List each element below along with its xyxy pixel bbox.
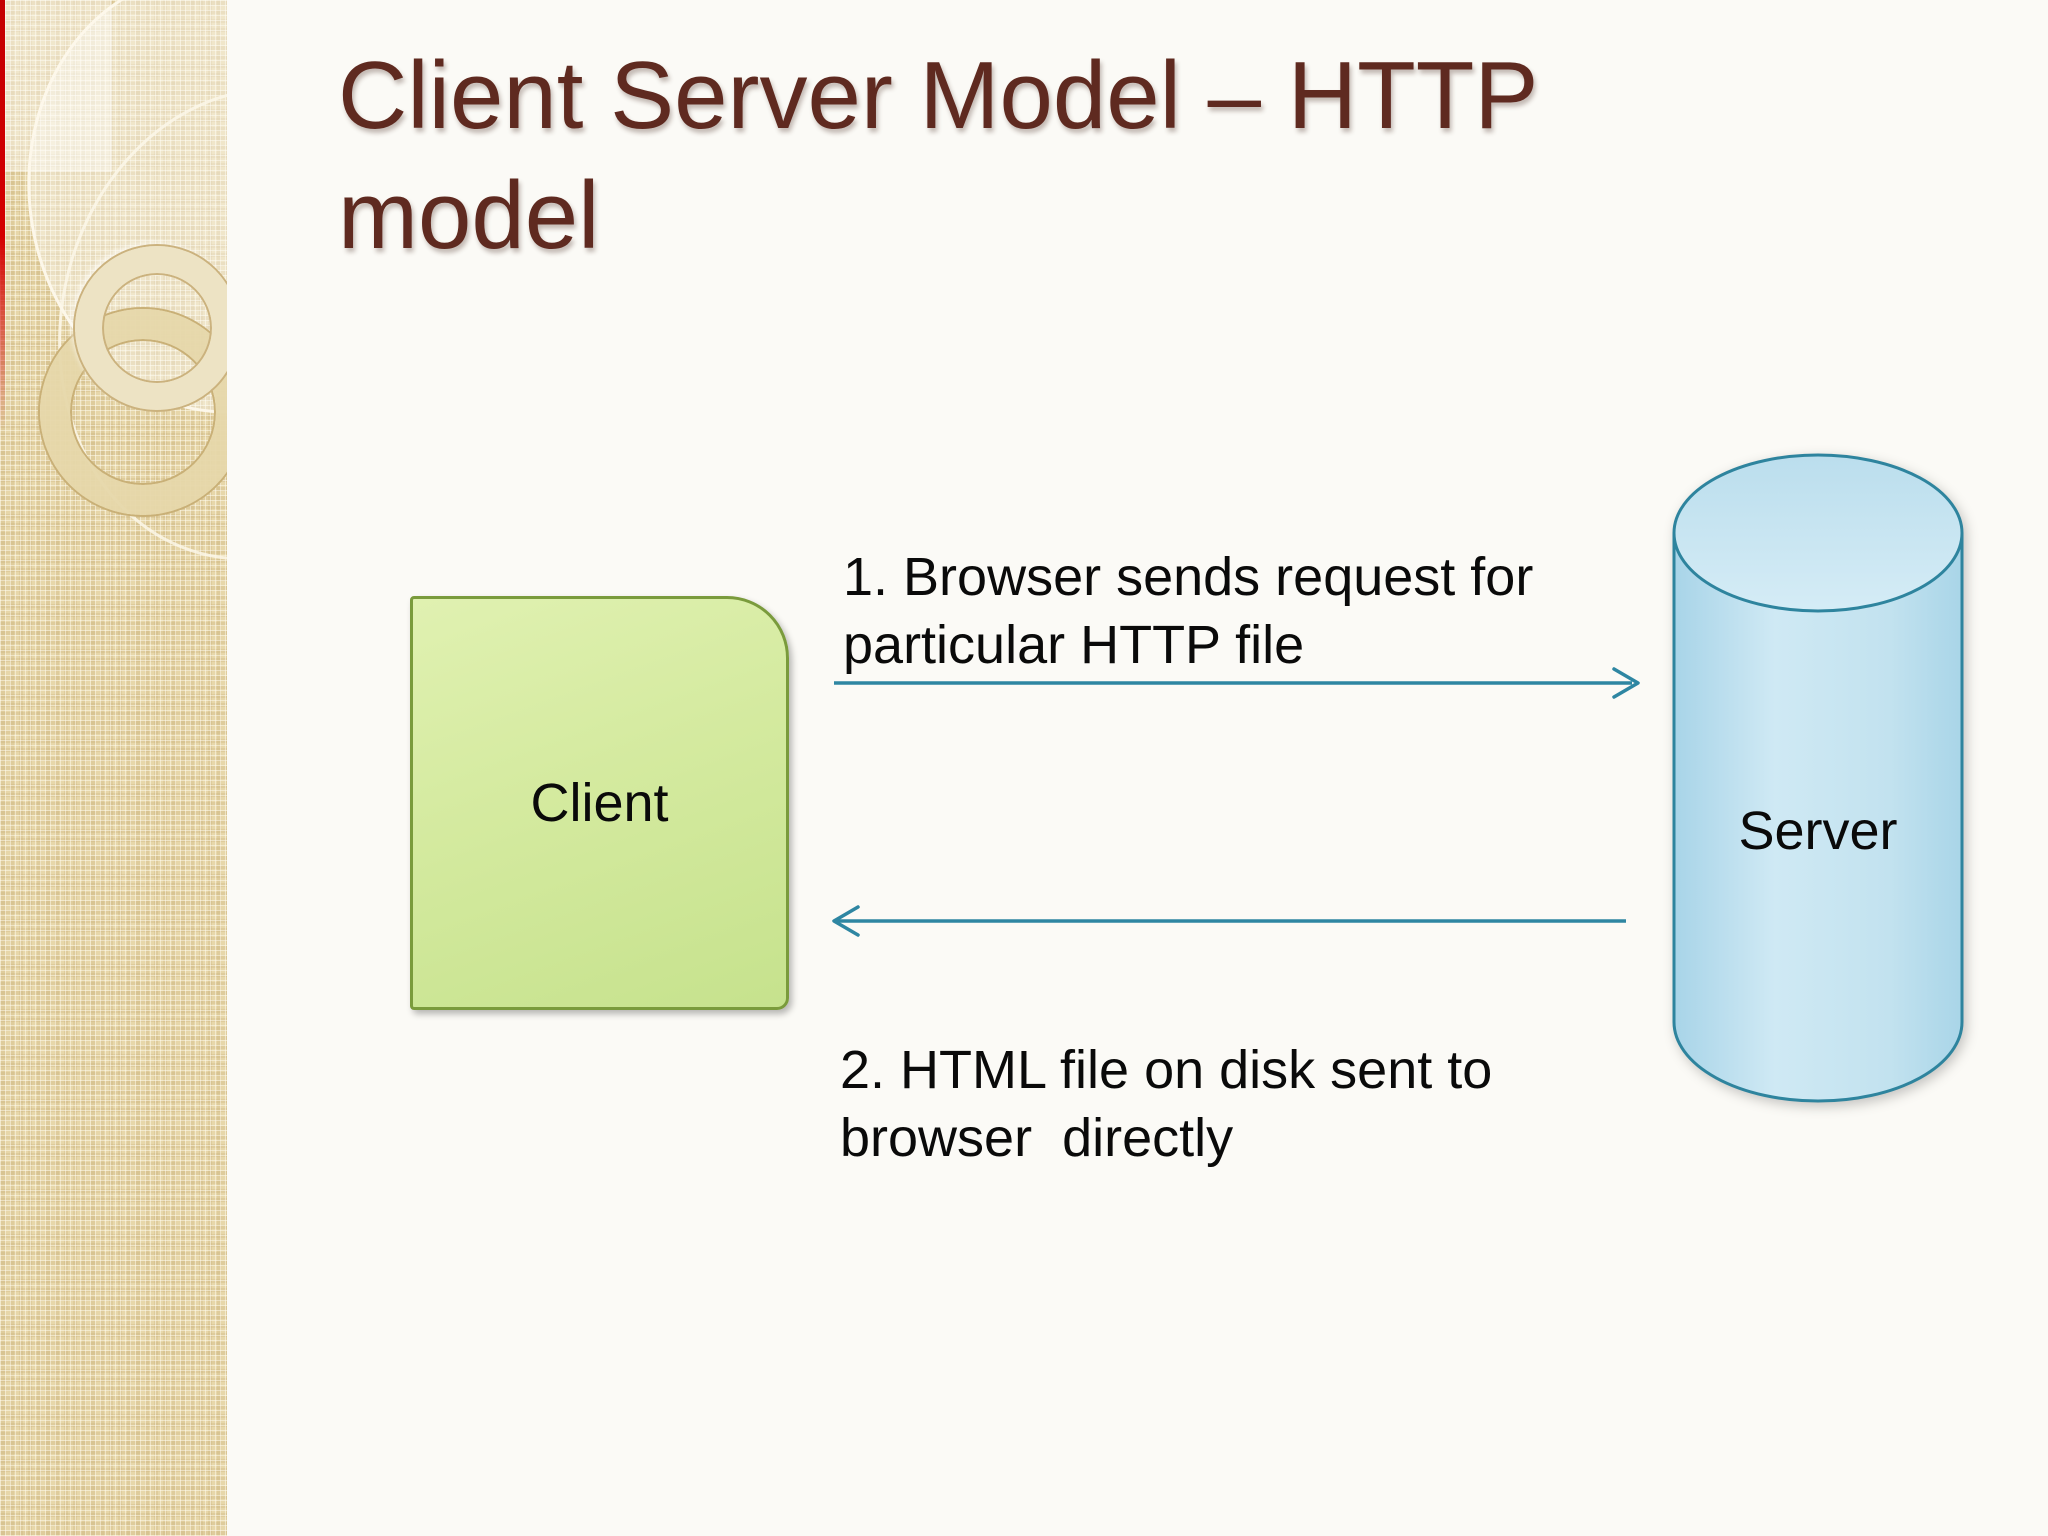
right-arrow-icon	[834, 667, 1640, 699]
left-arrow-icon	[832, 905, 1626, 937]
page-title-line1: Client Server Model – HTTP	[338, 42, 1539, 149]
response-annotation-line2: browser directly	[840, 1108, 1234, 1168]
response-annotation: 2. HTML file on disk sent to browser dir…	[840, 1036, 1560, 1172]
request-annotation-line2: particular HTTP file	[843, 615, 1305, 675]
request-annotation-line1: 1. Browser sends request for	[843, 547, 1534, 607]
sidebar-light-rectangle	[0, 0, 112, 172]
server-cylinder-shape	[1672, 453, 1964, 1103]
server-label: Server	[1738, 801, 1898, 861]
request-arrow	[832, 662, 1648, 704]
client-label: Client	[530, 773, 669, 833]
response-arrow	[830, 900, 1630, 942]
left-edge-red-strip	[0, 0, 5, 430]
page-title: Client Server Model – HTTP model	[338, 36, 1838, 276]
response-annotation-line1: 2. HTML file on disk sent to	[840, 1040, 1493, 1100]
sidebar-ring-small	[75, 246, 227, 410]
server-node: Server	[1671, 452, 1965, 1106]
sidebar-decoration	[0, 0, 227, 1536]
request-annotation: 1. Browser sends request for particular …	[843, 543, 1563, 679]
client-node: Client	[410, 596, 789, 1010]
page-title-line2: model	[338, 162, 600, 269]
